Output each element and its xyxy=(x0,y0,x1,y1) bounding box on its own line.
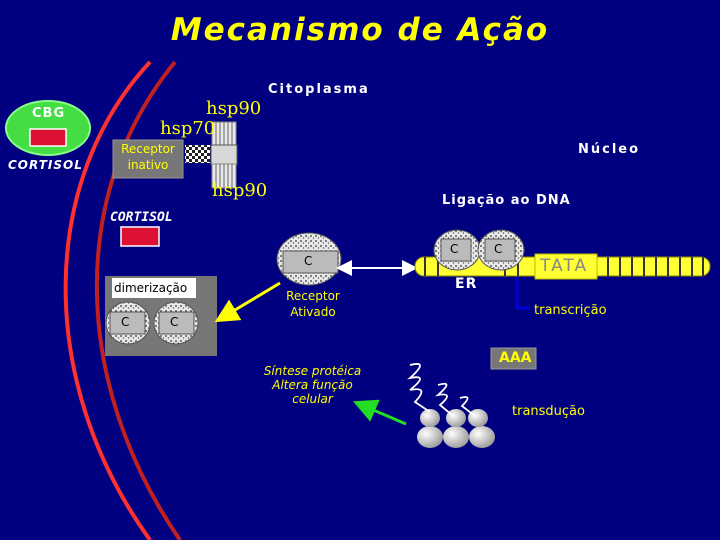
label-cortisol-bound: CORTISOL xyxy=(8,158,83,172)
ribosome-cluster xyxy=(417,409,495,448)
label-er: ER xyxy=(455,276,477,292)
label-dimerizacao: dimerização xyxy=(114,281,187,295)
label-sintese-line2: Altera função xyxy=(250,378,375,392)
cortisol-molecule-free xyxy=(121,227,159,246)
label-ligacao-dna: Ligação ao DNA xyxy=(442,193,571,208)
label-dna-c1: C xyxy=(450,242,458,256)
label-dimer-c2: C xyxy=(170,315,178,329)
protein-chains xyxy=(410,364,475,416)
label-cortisol-free: CORTISOL xyxy=(110,210,173,225)
label-tata: TATA xyxy=(540,256,588,276)
label-dimer-c1: C xyxy=(121,315,129,329)
label-receptor-ativado: Receptor Ativado xyxy=(268,288,358,320)
label-sintese-line3: celular xyxy=(250,392,375,406)
label-aaa: AAA xyxy=(499,350,532,366)
label-sintese: Síntese protéica Altera função celular xyxy=(250,364,375,406)
label-receptor-inativo: Receptor inativo xyxy=(113,141,183,173)
label-cbg: CBG xyxy=(32,106,65,121)
label-hsp90-top: hsp90 xyxy=(206,98,261,119)
label-nucleo: Núcleo xyxy=(578,142,640,157)
arrow-protein-synthesis xyxy=(364,406,406,424)
label-dna-c2: C xyxy=(494,242,502,256)
label-transducao: transdução xyxy=(512,404,585,419)
receptor-core xyxy=(211,145,237,165)
page-title: Mecanismo de Ação xyxy=(0,12,720,48)
label-activated-c: C xyxy=(304,254,312,268)
cortisol-molecule-bound xyxy=(30,129,66,146)
label-receptor-inativo-line2: inativo xyxy=(113,157,183,173)
label-receptor-ativado-line1: Receptor xyxy=(268,288,358,304)
label-sintese-line1: Síntese protéica xyxy=(250,364,375,378)
label-receptor-inativo-line1: Receptor xyxy=(113,141,183,157)
receptor-checker xyxy=(185,145,210,163)
label-receptor-ativado-line2: Ativado xyxy=(268,304,358,320)
label-transcricao: transcrição xyxy=(534,303,607,318)
label-hsp90-bottom: hsp90 xyxy=(212,180,267,201)
label-citoplasma: Citoplasma xyxy=(268,82,370,97)
label-hsp70: hsp70 xyxy=(160,118,215,139)
